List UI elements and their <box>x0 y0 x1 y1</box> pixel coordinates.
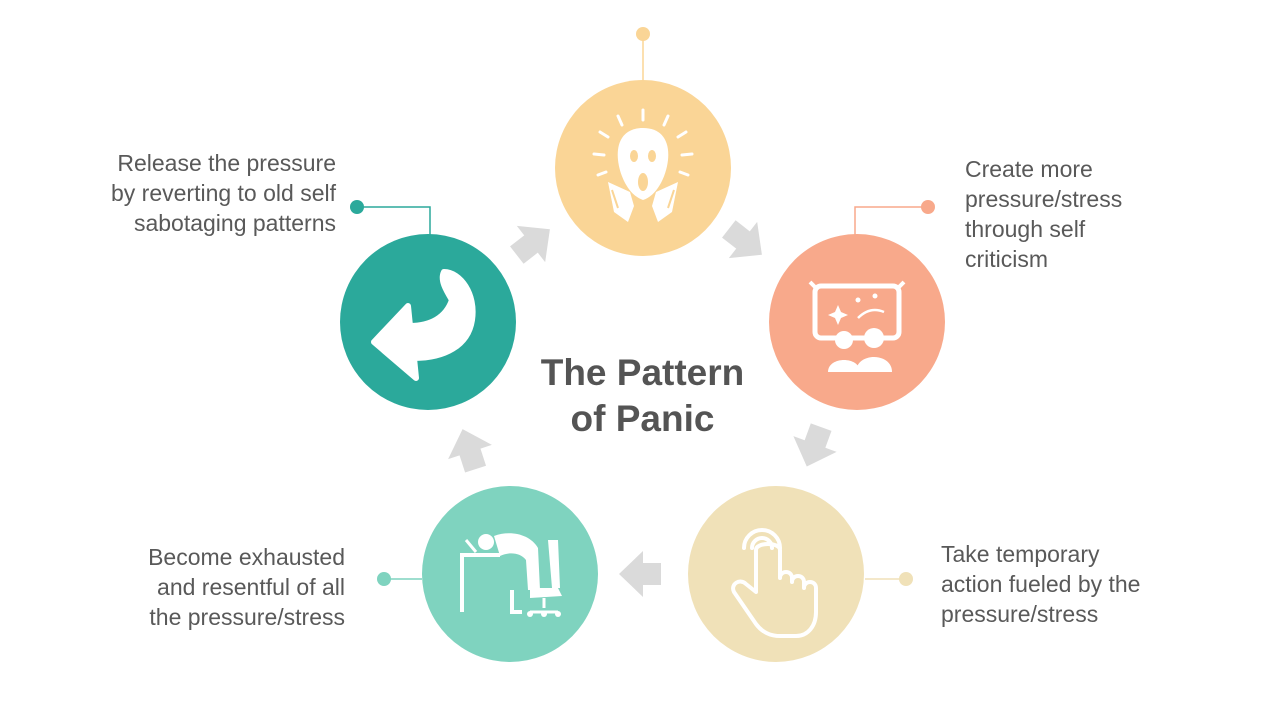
connector-bottom-left <box>377 572 422 586</box>
connector-right <box>854 200 935 238</box>
step-circle-temporary-action <box>688 486 864 662</box>
flow-arrow-right-down <box>793 423 837 467</box>
diagram-title: The Pattern of Panic <box>540 352 745 439</box>
criticism-board-icon <box>808 280 906 372</box>
return-arrow-icon <box>371 269 476 381</box>
connector-bottom-right <box>865 572 913 586</box>
connector-left <box>350 200 431 237</box>
tapping-hand-icon <box>731 528 818 638</box>
flow-arrow-bottom <box>619 551 661 597</box>
step-circle-self-criticism <box>769 234 945 410</box>
flow-arrow-left-up <box>448 429 492 473</box>
step-circle-exhausted <box>422 486 598 662</box>
label-temporary-action: Take temporary action fueled by the pres… <box>941 541 1141 627</box>
screaming-face-icon <box>592 108 694 222</box>
exhausted-worker-icon <box>460 533 562 617</box>
flow-arrow-top-left <box>510 225 550 264</box>
label-release: Release the pressure by reverting to old… <box>110 150 336 236</box>
label-exhausted: Become exhausted and resentful of all th… <box>148 544 345 630</box>
connector-top <box>636 27 650 82</box>
label-self-criticism: Create more pressure/stress through self… <box>965 156 1123 272</box>
flow-arrow-top-right <box>722 220 762 259</box>
